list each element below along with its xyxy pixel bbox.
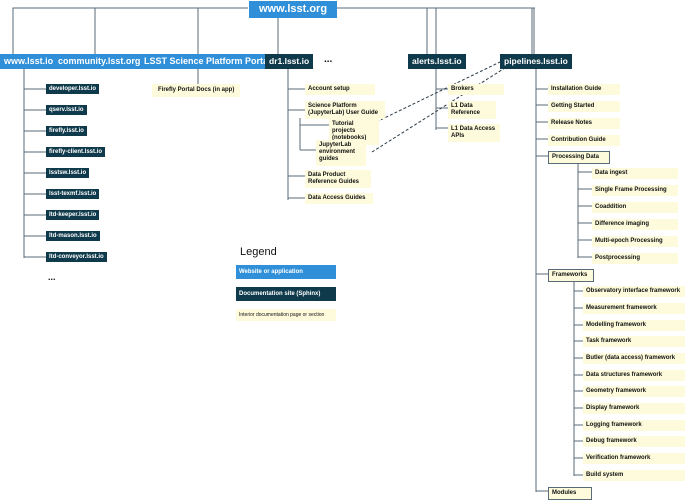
framework-item-6[interactable]: Geometry framework [583, 386, 685, 398]
www-child-6[interactable]: ltd-keeper.lsst.io [46, 210, 100, 220]
processing-item-2[interactable]: Coaddition [592, 202, 678, 214]
pipelines-contribution[interactable]: Contribution Guide [548, 135, 620, 147]
processing-item-3[interactable]: Difference imaging [592, 219, 678, 231]
www-node[interactable]: www.lsst.io [0, 54, 58, 69]
platform-portal-node[interactable]: LSST Science Platform Portal [140, 54, 275, 69]
www-child-4[interactable]: lsstsw.lsst.io [46, 168, 90, 178]
framework-item-8[interactable]: Logging framework [583, 420, 685, 432]
www-trunk [23, 66, 46, 258]
dr1-data-product[interactable]: Data Product Reference Guides [305, 170, 371, 189]
www-child-0[interactable]: developer.lsst.io [46, 84, 100, 94]
pipelines-processing-data[interactable]: Processing Data [548, 151, 610, 165]
www-child-8[interactable]: ltd-conveyor.lsst.io [46, 252, 107, 262]
www-child-3[interactable]: firefly-client.lsst.io [46, 147, 106, 157]
alerts-node[interactable]: alerts.lsst.io [408, 54, 466, 69]
dr1-trunk [287, 66, 305, 200]
processing-item-1[interactable]: Single Frame Processing [592, 185, 678, 197]
sciplat-trunk [299, 118, 329, 151]
alerts-brokers[interactable]: Brokers [448, 84, 504, 96]
framework-item-4[interactable]: Butler (data access) framework [583, 353, 685, 365]
pipelines-modules[interactable]: Modules [548, 487, 592, 500]
framework-item-9[interactable]: Debug framework [583, 436, 685, 448]
www-child-7[interactable]: ltd-mason.lsst.io [46, 231, 100, 241]
processing-item-0[interactable]: Data ingest [592, 168, 678, 180]
framework-item-11[interactable]: Build system [583, 470, 685, 482]
dr1-jupyterlab-guides[interactable]: JupyterLab environment guides [316, 140, 366, 166]
framework-item-2[interactable]: Modelling framework [583, 320, 685, 332]
dr1-science-platform[interactable]: Science Platform (JupyterLab) User Guide [305, 101, 385, 120]
www-more-ellipsis: ... [48, 272, 56, 282]
root-node[interactable]: www.lsst.org [249, 1, 338, 18]
dr1-data-access[interactable]: Data Access Guides [305, 193, 373, 205]
pipelines-frameworks[interactable]: Frameworks [548, 269, 594, 283]
alerts-trunk [435, 66, 448, 130]
framework-item-1[interactable]: Measurement framework [583, 303, 685, 315]
framework-item-10[interactable]: Verification framework [583, 453, 685, 465]
legend-title: Legend [240, 246, 277, 258]
firefly-portal-docs[interactable]: Firefly Portal Docs (in app) [152, 84, 241, 98]
top-more-ellipsis: ... [324, 54, 333, 65]
community-node[interactable]: community.lsst.org [54, 54, 145, 69]
framework-item-0[interactable]: Observatory interface framework [583, 286, 685, 298]
legend-documentation: Documentation site (Sphinx) [236, 287, 336, 301]
root-right-connector [330, 7, 535, 54]
dashed-link-guides [371, 65, 509, 153]
pipelines-node[interactable]: pipelines.lsst.io [500, 54, 572, 69]
legend-interior: Interior documentation page or section [236, 309, 336, 321]
processing-item-4[interactable]: Multi-epoch Processing [592, 236, 678, 248]
pipelines-getting-started[interactable]: Getting Started [548, 101, 620, 113]
www-child-2[interactable]: firefly.lsst.io [46, 126, 87, 136]
pipelines-installation[interactable]: Installation Guide [548, 84, 620, 96]
framework-item-5[interactable]: Data structures framework [583, 370, 685, 382]
dr1-node[interactable]: dr1.lsst.io [265, 54, 314, 69]
dashed-link-tutorials [371, 61, 501, 125]
alerts-l1-data-access[interactable]: L1 Data Access APIs [448, 124, 500, 143]
www-child-1[interactable]: qserv.lsst.io [46, 105, 87, 115]
frameworks-trunk [573, 280, 583, 476]
framework-item-3[interactable]: Task framework [583, 336, 685, 348]
pipelines-trunk [535, 66, 548, 492]
www-child-5[interactable]: lsst-texmf.lsst.io [46, 189, 100, 199]
pipelines-release-notes[interactable]: Release Notes [548, 118, 620, 130]
legend-website: Website or application [236, 265, 336, 279]
alerts-l1-data-reference[interactable]: L1 Data Reference [448, 101, 496, 120]
processing-item-5[interactable]: Postprocessing [592, 253, 678, 265]
framework-item-7[interactable]: Display framework [583, 403, 685, 415]
dr1-account-setup[interactable]: Account setup [305, 84, 375, 96]
processing-trunk [577, 162, 592, 258]
